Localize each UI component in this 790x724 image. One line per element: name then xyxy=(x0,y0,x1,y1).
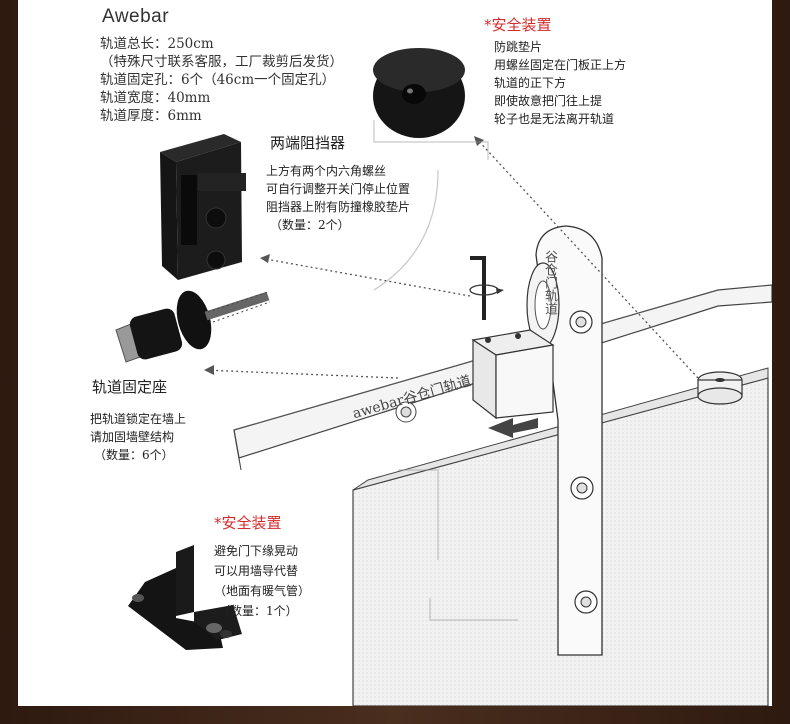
floor-guide-line: 可以用墙导代替 xyxy=(214,564,299,578)
mount-line: 请加固墙壁结构 xyxy=(90,430,175,444)
mount-title: 轨道固定座 xyxy=(92,378,168,396)
anti-jump-title: *安全装置 xyxy=(484,16,552,34)
floor-guide-photo xyxy=(128,545,242,650)
spec-custom-size: （特殊尺寸联系客服，工厂裁剪后发货） xyxy=(100,54,343,70)
spec-mount-holes: 轨道固定孔：6个（46cm一个固定孔） xyxy=(100,72,336,88)
leader-lines xyxy=(203,135,699,379)
floor-guide-line: 避免门下缘晃动 xyxy=(214,544,299,558)
mount-line: 把轨道锁定在墙上 xyxy=(90,412,187,426)
anti-jump-pad xyxy=(697,371,743,405)
mount-quantity: （数量：6个） xyxy=(94,448,174,462)
hardware-diagram xyxy=(115,48,772,706)
brand-logo-text: Awebar xyxy=(102,6,170,27)
spec-thickness: 轨道厚度：6mm xyxy=(100,108,202,124)
floor-guide-line: （地面有暖气管） xyxy=(214,584,311,598)
product-illustration: Awebar 轨道总长：250cm （特殊尺寸联系客服，工厂裁剪后发货） 轨道固… xyxy=(18,0,772,706)
anti-jump-line: 用螺丝固定在门板正上方 xyxy=(494,58,627,72)
anti-jump-line: 轮子也是无法离开轨道 xyxy=(494,112,615,126)
floor-guide-title: *安全装置 xyxy=(214,514,282,532)
stopper-line: 阻挡器上附有防撞橡胶垫片 xyxy=(266,200,411,214)
anti-jump-line: 轨道的正下方 xyxy=(494,76,567,90)
stopper-block xyxy=(469,256,555,438)
stopper-title: 两端阻挡器 xyxy=(270,134,346,152)
rail-mount-photo xyxy=(115,290,271,363)
anti-jump-line: 即使故意把门往上提 xyxy=(494,94,603,108)
floor-guide-quantity: （数量：1个） xyxy=(218,604,298,618)
anti-jump-line: 防跳垫片 xyxy=(494,40,543,54)
end-stopper-photo xyxy=(160,134,246,280)
stopper-line: 上方有两个内六角螺丝 xyxy=(266,164,387,178)
watermark-shapes xyxy=(373,120,518,621)
stopper-quantity: （数量：2个） xyxy=(270,218,350,232)
anti-jump-pad-photo xyxy=(373,48,465,138)
stopper-line: 可自行调整开关门停止位置 xyxy=(266,182,411,196)
spec-length: 轨道总长：250cm xyxy=(100,36,214,52)
hanger-watermark-text: 谷仓门轨道 xyxy=(542,250,557,315)
spec-width: 轨道宽度：40mm xyxy=(100,90,211,106)
